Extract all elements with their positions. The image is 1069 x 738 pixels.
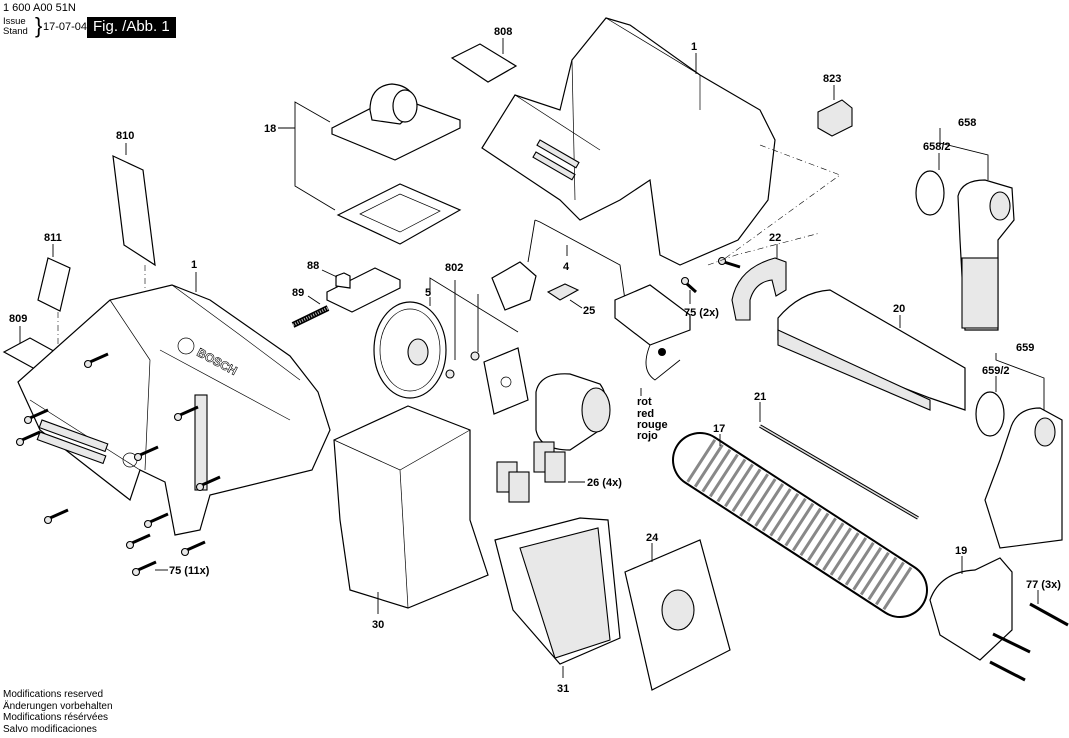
callout-18: 18: [264, 123, 276, 135]
callout-88: 88: [307, 260, 319, 272]
part-21-rod: 21: [754, 391, 919, 520]
issue-date: 17-07-04: [43, 21, 88, 33]
screw-icon: [173, 405, 199, 422]
part-20-channel: 20: [777, 289, 966, 411]
part-31-filter: 31: [494, 517, 621, 695]
brace-glyph: }: [35, 13, 43, 38]
callout-810: 810: [116, 130, 134, 142]
part-30-dust-container: 30: [333, 405, 489, 631]
screw-icon: [989, 660, 1026, 682]
part-18-pad-set: 18: [264, 83, 462, 245]
screw-icon: [992, 632, 1031, 654]
callout-658: 658: [958, 117, 976, 129]
part-5-fan: 5: [373, 287, 447, 399]
callout-24: 24: [646, 532, 659, 544]
part-19-end-cap: 19: [929, 545, 1013, 661]
part-24-filter-cover: 24: [624, 532, 731, 691]
screw-icon: [143, 512, 169, 529]
part-4-cable-pcb: 4: [491, 219, 691, 381]
part-89-spring: 89: [291, 287, 330, 328]
footer-line-de: Änderungen vorbehalten: [3, 700, 113, 712]
issue-label: Issue Stand: [3, 17, 28, 37]
part-658-nozzle-set: 658 658/2: [915, 117, 1015, 331]
part-1-housing-upper: 1: [481, 17, 841, 266]
screw-icon: [195, 475, 221, 492]
screw-icon: [15, 430, 41, 447]
footer-line-en: Modifications reserved: [3, 689, 104, 700]
callout-22: 22: [769, 232, 781, 244]
part-802-motor-set: 802: [429, 262, 666, 451]
screw-icon: [180, 540, 206, 557]
callout-17: 17: [713, 423, 725, 435]
screw-icon: [717, 256, 741, 269]
callout-19: 19: [955, 545, 967, 557]
screws-75-11x: 75 (11x): [15, 352, 221, 577]
screw-icon: [125, 533, 151, 550]
screw-icon: [680, 276, 698, 294]
part-810-sticker: 810: [112, 130, 156, 470]
wire-color-rouge: rouge: [637, 419, 668, 431]
callout-4: 4: [563, 261, 570, 273]
callout-25: 25: [583, 305, 595, 317]
callout-659: 659: [1016, 342, 1034, 354]
callout-31: 31: [557, 683, 569, 695]
callout-5: 5: [425, 287, 431, 299]
part-88-switch-slider: 88: [307, 260, 401, 313]
screws-77-3x: 77 (3x): [989, 579, 1069, 682]
part-22-clamp: 22: [731, 232, 787, 321]
vent-slots-left: [36, 419, 109, 465]
part-26-damper-4x: 26 (4x): [496, 441, 622, 503]
screw-icon: [83, 352, 109, 369]
callout-1-left: 1: [191, 259, 197, 271]
screw-icon: [133, 445, 159, 462]
callout-802: 802: [445, 262, 463, 274]
callout-77: 77 (3x): [1026, 579, 1061, 591]
part-659-nozzle-set: 659 659/2: [975, 342, 1063, 549]
screws-75-2x: 75 (2x): [680, 232, 821, 319]
part-1-housing-left: BOSCH 1: [17, 259, 331, 536]
callout-811: 811: [44, 232, 62, 244]
screw-icon: [43, 508, 69, 525]
part-17-hose: 17: [672, 423, 928, 618]
footer-line-fr: Modifications résérvées: [3, 712, 109, 723]
callout-808: 808: [494, 26, 512, 38]
callout-809: 809: [9, 313, 27, 325]
callout-659-2: 659/2: [982, 365, 1010, 377]
wire-color-red: red: [637, 408, 654, 420]
issue-label-de: Stand: [3, 26, 28, 37]
figure-label: Fig. /Abb. 1: [87, 17, 176, 38]
callout-75-2x: 75 (2x): [684, 307, 719, 319]
part-808-label-sticker: 808: [450, 26, 518, 83]
callout-75-11x: 75 (11x): [169, 565, 210, 577]
callout-1-top: 1: [691, 41, 697, 53]
footer-line-es: Salvo modificaciones: [3, 723, 97, 735]
footer-notice: Modifications reserved Änderungen vorbeh…: [3, 689, 113, 735]
screw-icon: [23, 408, 49, 425]
callout-823: 823: [823, 73, 841, 85]
wire-color-note: rot red rouge rojo: [637, 388, 668, 442]
part-823-clip: 823: [817, 73, 853, 137]
vent-slots-upper: [532, 139, 580, 181]
part-25-clip: 25: [546, 283, 595, 317]
issue-label-en: Issue: [3, 16, 26, 27]
wire-color-rojo: rojo: [637, 430, 658, 442]
callout-30: 30: [372, 619, 384, 631]
callout-658-2: 658/2: [923, 141, 951, 153]
callout-21: 21: [754, 391, 766, 403]
screw-icon: [1029, 602, 1069, 627]
callout-89: 89: [292, 287, 304, 299]
document-code: 1 600 A00 51N: [3, 2, 76, 14]
callout-26: 26 (4x): [587, 477, 622, 489]
callout-20: 20: [893, 303, 905, 315]
wire-color-rot: rot: [637, 396, 652, 408]
screw-icon: [131, 560, 157, 577]
